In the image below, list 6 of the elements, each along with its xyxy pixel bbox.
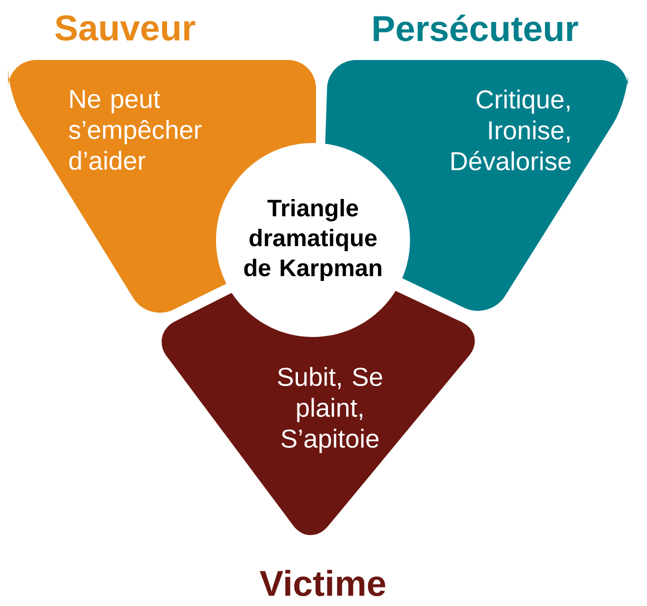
sector-text: Subit, Se plaint, S’apitoie [278,367,382,453]
heading: Sauveur [55,15,196,41]
sector-text: Ne peut s’empêcher d’aider [68,90,202,170]
sector-text: Critique, Ironise, Dévalorise [452,90,571,170]
heading: Persécuteur [374,14,578,42]
heading: Victime [260,570,386,596]
